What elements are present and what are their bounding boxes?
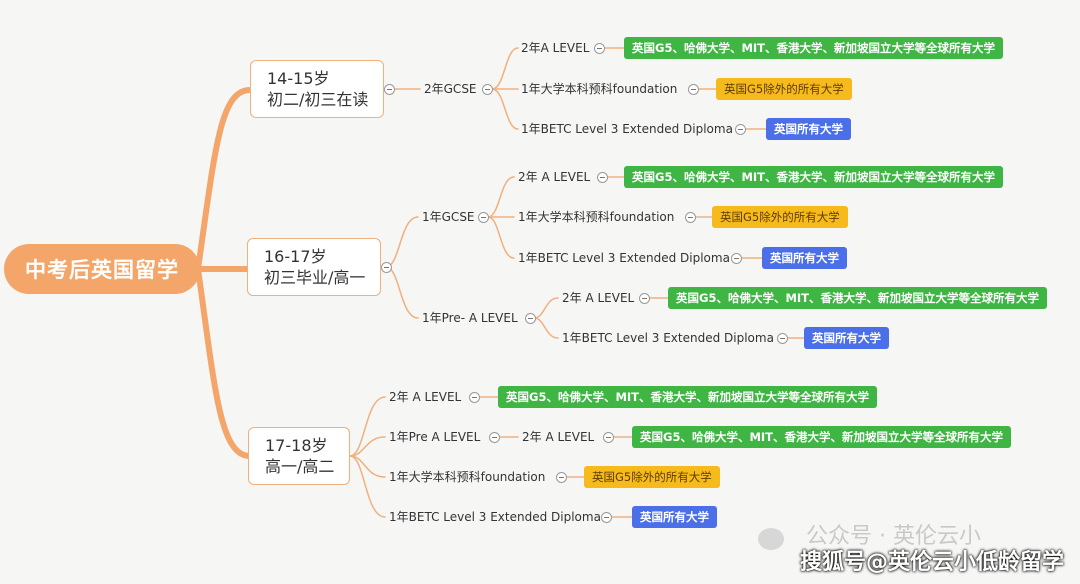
collapse-icon[interactable] [556, 472, 567, 483]
grade-label: 初三毕业/高一 [264, 268, 366, 287]
option-label[interactable]: 1年Pre A LEVEL [389, 430, 481, 444]
branch-root-g3 [195, 266, 253, 459]
path-label[interactable]: 1年Pre- A LEVEL [422, 311, 518, 325]
option-label[interactable]: 1年BETC Level 3 Extended Diploma [562, 331, 774, 345]
node-age-16-17[interactable]: 16-17岁 初三毕业/高一 [247, 238, 381, 296]
option-label[interactable]: 2年 A LEVEL [562, 291, 635, 305]
watermark-wechat: 公众号 · 英伦云小 [806, 524, 981, 549]
collapse-icon[interactable] [597, 172, 608, 183]
option-label[interactable]: 2年 A LEVEL [518, 170, 591, 184]
collapse-icon[interactable] [525, 313, 536, 324]
collapse-icon[interactable] [594, 43, 605, 54]
collapse-icon[interactable] [384, 84, 395, 95]
collapse-icon[interactable] [601, 512, 612, 523]
node-age-14-15[interactable]: 14-15岁 初二/初三在读 [250, 60, 384, 118]
option-label[interactable]: 2年 A LEVEL [389, 390, 462, 404]
option-label[interactable]: 1年大学本科预科foundation [521, 82, 678, 96]
root-node[interactable]: 中考后英国留学 [4, 244, 200, 294]
target-tag: 英国G5、哈佛大学、MIT、香港大学、新加坡国立大学等全球所有大学 [624, 166, 1004, 188]
option-label[interactable]: 1年BETC Level 3 Extended Diploma [518, 251, 730, 265]
collapse-icon[interactable] [603, 432, 614, 443]
watermark-sohu: 搜狐号@英伦云小低龄留学 [800, 550, 1065, 575]
target-tag: 英国所有大学 [766, 118, 851, 140]
collapse-icon[interactable] [482, 84, 493, 95]
collapse-icon[interactable] [735, 124, 746, 135]
collapse-icon[interactable] [478, 212, 489, 223]
target-tag: 英国G5、哈佛大学、MIT、香港大学、新加坡国立大学等全球所有大学 [624, 37, 1004, 59]
collapse-icon[interactable] [777, 333, 788, 344]
target-tag: 英国G5、哈佛大学、MIT、香港大学、新加坡国立大学等全球所有大学 [498, 386, 878, 408]
collapse-icon[interactable] [688, 84, 699, 95]
option-sub-label[interactable]: 2年 A LEVEL [522, 430, 595, 444]
option-label[interactable]: 1年BETC Level 3 Extended Diploma [521, 122, 733, 136]
target-tag: 英国G5除外的所有大学 [584, 466, 720, 488]
target-tag: 英国G5、哈佛大学、MIT、香港大学、新加坡国立大学等全球所有大学 [632, 426, 1012, 448]
option-label[interactable]: 1年BETC Level 3 Extended Diploma [389, 510, 601, 524]
target-tag: 英国G5、哈佛大学、MIT、香港大学、新加坡国立大学等全球所有大学 [668, 287, 1048, 309]
collapse-icon[interactable] [731, 253, 742, 264]
grade-label: 初二/初三在读 [267, 90, 369, 109]
grade-label: 高一/高二 [265, 457, 335, 476]
wechat-icon [758, 528, 784, 550]
collapse-icon[interactable] [685, 212, 696, 223]
option-label[interactable]: 1年大学本科预科foundation [389, 470, 546, 484]
path-label[interactable]: 1年GCSE [422, 210, 475, 224]
target-tag: 英国G5除外的所有大学 [712, 206, 848, 228]
collapse-icon[interactable] [639, 293, 650, 304]
target-tag: 英国所有大学 [804, 327, 889, 349]
target-tag: 英国所有大学 [762, 247, 847, 269]
branch-root-g1 [195, 87, 253, 272]
age-label: 16-17岁 [264, 247, 327, 266]
age-label: 17-18岁 [265, 436, 328, 455]
target-tag: 英国所有大学 [632, 506, 717, 528]
option-label[interactable]: 1年大学本科预科foundation [518, 210, 675, 224]
collapse-icon[interactable] [381, 262, 392, 273]
collapse-icon[interactable] [469, 392, 480, 403]
collapse-icon[interactable] [489, 432, 500, 443]
node-age-17-18[interactable]: 17-18岁 高一/高二 [248, 427, 350, 485]
target-tag: 英国G5除外的所有大学 [716, 78, 852, 100]
option-label[interactable]: 2年A LEVEL [521, 41, 590, 55]
age-label: 14-15岁 [267, 69, 330, 88]
path-label[interactable]: 2年GCSE [424, 82, 477, 96]
